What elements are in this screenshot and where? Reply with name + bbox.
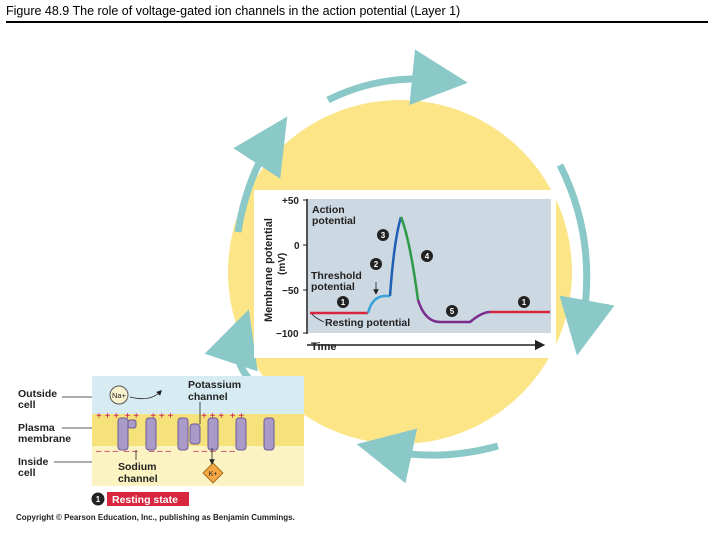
svg-text:3: 3 [381,231,386,240]
potassium-channel-label-2: channel [188,391,228,403]
inside-cell-label-2: cell [18,467,36,479]
y-axis-label: Membrane potential [263,218,275,322]
marker-1-left: 1 [337,296,349,308]
resting-potential-label: Resting potential [325,317,410,329]
x-axis-label: Time [311,341,336,353]
svg-text:2: 2 [374,260,379,269]
plasma-membrane-label-2: membrane [18,433,71,445]
svg-text:1: 1 [96,495,101,504]
copyright-notice: Copyright © Pearson Education, Inc., pub… [16,513,295,522]
resting-state-tag: 1 Resting state [92,492,190,506]
svg-text:1: 1 [522,298,527,307]
svg-text:4: 4 [425,252,430,261]
marker-5: 5 [446,305,458,317]
svg-text:Na+: Na+ [112,391,127,400]
marker-2: 2 [370,258,382,270]
cycle-arrow-bottom [384,446,498,455]
ytick-label-plus50: +50 [282,196,299,207]
sodium-ion: Na+ [110,386,128,404]
svg-text:1: 1 [341,298,346,307]
marker-4: 4 [421,250,433,262]
ytick-label-minus50: −50 [282,286,299,297]
y-axis-unit: (mV) [277,253,288,275]
marker-3: 3 [377,229,389,241]
sodium-channel-label-2: channel [118,473,158,485]
svg-text:5: 5 [450,307,455,316]
svg-text:K+: K+ [209,471,218,478]
cycle-arrow-top [328,79,440,100]
marker-1-right: 1 [518,296,530,308]
ytick-label-minus100: −100 [276,329,299,340]
sodium-channel-label-1: Sodium [118,461,157,473]
action-potential-label-2: potential [312,215,356,227]
svg-text:Resting state: Resting state [112,494,178,506]
ytick-label-0: 0 [294,241,300,252]
outside-cell-label-2: cell [18,399,36,411]
potassium-channel-label-1: Potassium [188,379,241,391]
threshold-potential-label-2: potential [311,281,355,293]
